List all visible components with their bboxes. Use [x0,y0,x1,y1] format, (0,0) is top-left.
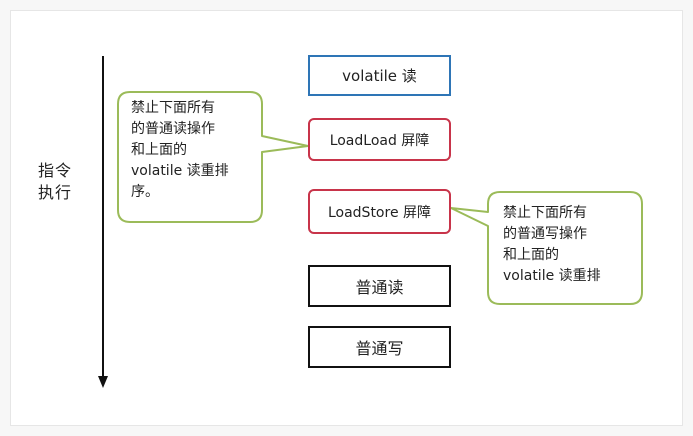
volatile-read-label: volatile 读 [342,67,417,85]
left-callout-line: 序。 [131,184,159,200]
axis-label-line1: 指令 [38,161,73,180]
right-callout-line: volatile 读重排 [503,268,601,284]
left-callout-text: 禁止下面所有 的普通读操作 和上面的 volatile 读重排 序。 [131,98,229,203]
normal-read-label: 普通读 [355,278,404,297]
left-callout-line: volatile 读重排 [131,163,229,179]
right-callout-line: 禁止下面所有 [503,205,587,221]
left-callout-line: 的普通读操作 [131,121,215,137]
left-callout-line: 禁止下面所有 [131,100,215,116]
right-callout-line: 和上面的 [503,247,559,263]
loadload-barrier-box: LoadLoad 屏障 [308,118,451,161]
volatile-read-box: volatile 读 [308,55,451,96]
axis-label-line2: 执行 [38,183,73,202]
left-callout-line: 和上面的 [131,142,187,158]
normal-read-box: 普通读 [308,265,451,307]
right-callout-line: 的普通写操作 [503,226,587,242]
right-callout-text: 禁止下面所有 的普通写操作 和上面的 volatile 读重排 [503,203,601,287]
loadstore-barrier-box: LoadStore 屏障 [308,189,451,234]
normal-write-box: 普通写 [308,326,451,368]
normal-write-label: 普通写 [355,339,404,358]
loadload-barrier-label: LoadLoad 屏障 [329,132,430,149]
loadstore-barrier-label: LoadStore 屏障 [327,204,432,221]
instruction-execution-label: 指令 执行 [38,160,72,204]
